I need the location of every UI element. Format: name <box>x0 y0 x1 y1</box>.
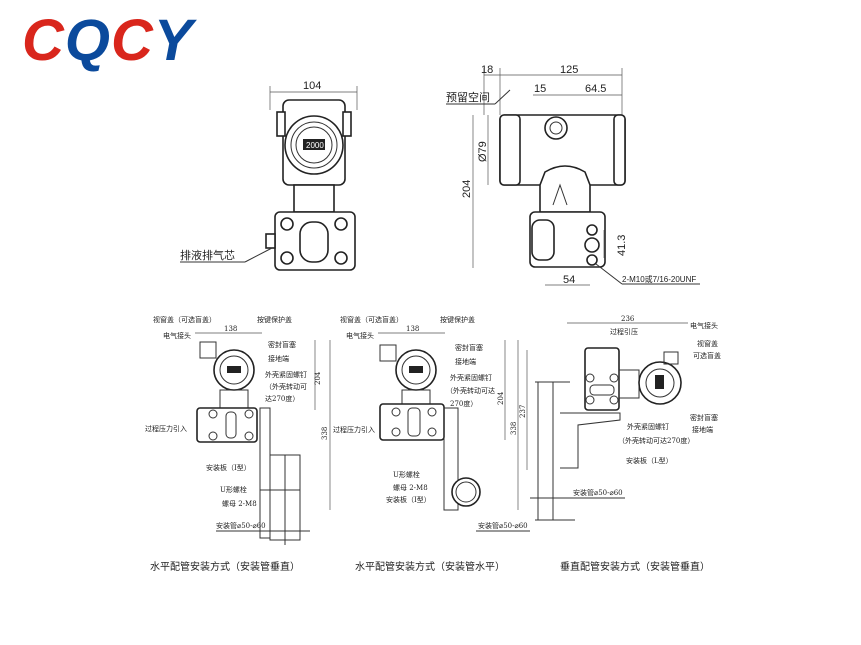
dim-125: 125 <box>560 64 578 76</box>
label: 外壳紧固螺钉 <box>265 370 307 379</box>
label: （外壳转动可达270度） <box>618 436 694 445</box>
label: 外壳紧固螺钉 <box>450 373 492 382</box>
label: 密封盲塞 <box>455 343 483 352</box>
dim-54: 54 <box>563 274 575 286</box>
label: 过程引压 <box>610 327 638 336</box>
label: 安装板（I型） <box>206 463 251 472</box>
label: 安装板（I型） <box>386 495 431 504</box>
thread-label: 2-M10或7/16-20UNF <box>622 274 696 284</box>
label: 电气接头 <box>163 331 191 340</box>
label: 视窗盖（可选盲盖） <box>153 315 216 324</box>
label: 按键保护盖 <box>440 315 475 324</box>
panel-horizontal-vertical-pipe: 138 视窗盖（可选盲盖） 按键保护盖 电气接头 密封盲塞 接地端 外壳紧固螺钉… <box>145 315 331 573</box>
caption: 水平配管安装方式（安装管水平） <box>355 560 505 573</box>
label: 过程压力引入 <box>333 425 375 434</box>
lcd-display: 2000 <box>306 141 324 150</box>
dim-204: 204 <box>497 391 505 405</box>
label: U形螺栓 <box>393 470 420 479</box>
cqcy-logo: CQCY <box>22 6 194 76</box>
dim-41-3: 41.3 <box>616 235 628 256</box>
dim-204: 204 <box>461 180 473 198</box>
dim-338: 338 <box>321 427 329 440</box>
label: U形螺栓 <box>220 485 247 494</box>
label: 安装板（L型） <box>626 456 673 465</box>
dim-338: 338 <box>510 422 518 435</box>
dim-18: 18 <box>481 64 493 76</box>
dim-64-5: 64.5 <box>585 83 606 95</box>
dim-204: 204 <box>314 371 322 385</box>
label: 密封盲塞 <box>268 340 296 349</box>
label: 270度） <box>450 399 477 408</box>
panel-horizontal-horizontal-pipe: 138 视窗盖（可选盲盖） 按键保护盖 电气接头 密封盲塞 接地端 外壳紧固螺钉… <box>333 315 530 573</box>
label: 过程压力引入 <box>145 424 187 433</box>
dim-15: 15 <box>534 83 546 95</box>
label: 安装管⌀50-⌀60 <box>573 488 623 497</box>
label: 达270度） <box>265 394 299 403</box>
dim-138: 138 <box>224 325 237 333</box>
front-view: 104 2000 排液排气芯 <box>180 80 358 271</box>
label: 接地端 <box>692 425 713 434</box>
label: 可选盲盖 <box>693 351 721 360</box>
dim-236: 236 <box>621 315 635 323</box>
label: 接地端 <box>268 354 289 363</box>
caption: 垂直配管安装方式（安装管垂直） <box>560 560 710 573</box>
label: 视窗盖 <box>697 339 718 348</box>
label: 视窗盖（可选盲盖） <box>340 315 403 324</box>
dim-138: 138 <box>406 325 419 333</box>
label: 密封盲塞 <box>690 413 718 422</box>
dim-104: 104 <box>303 80 321 92</box>
panel-vertical-vertical-pipe: 236 过程引压 电气接头 视窗盖 可选盲盖 密封盲塞 接地端 外壳紧固螺钉 （… <box>519 315 721 573</box>
label: 按键保护盖 <box>257 315 292 324</box>
dim-dia-79: Ø79 <box>477 141 489 162</box>
dim-237: 237 <box>519 405 527 418</box>
caption: 水平配管安装方式（安装管垂直） <box>150 560 300 573</box>
label: 电气接头 <box>690 321 718 330</box>
label: 外壳紧固螺钉 <box>627 422 669 431</box>
logo-letter: Q <box>64 8 112 73</box>
label: 接地端 <box>455 357 476 366</box>
label: 安装管⌀50-⌀60 <box>216 521 266 530</box>
drain-label: 排液排气芯 <box>180 248 235 262</box>
label: （外壳转动可 <box>265 382 307 391</box>
side-view: 18 125 15 64.5 预留空间 Ø79 204 41.3 54 2-M1… <box>446 64 700 286</box>
label: 螺母 2-M8 <box>393 483 428 492</box>
logo-letter: C <box>22 8 65 73</box>
label: （外壳转动可达 <box>446 386 495 395</box>
logo-letter: C <box>111 8 154 73</box>
label: 螺母 2-M8 <box>222 499 257 508</box>
logo-letter: Y <box>153 8 194 73</box>
label: 电气接头 <box>346 331 374 340</box>
reserve-space-label: 预留空间 <box>446 90 490 104</box>
label: 安装管⌀50-⌀60 <box>478 521 528 530</box>
